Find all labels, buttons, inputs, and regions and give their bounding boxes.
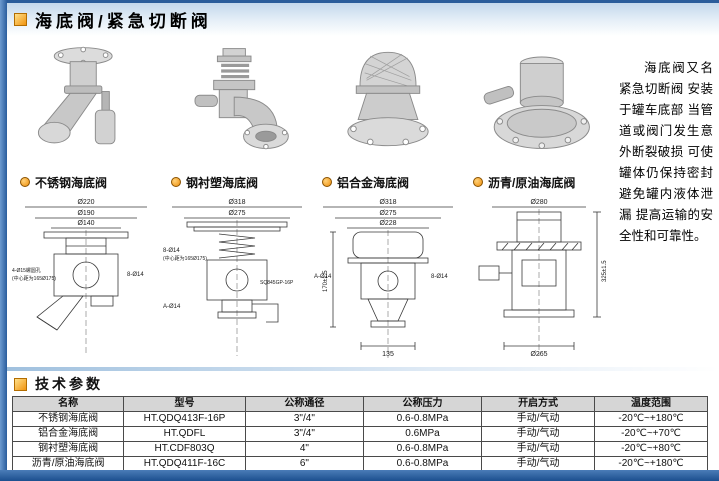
cell-diameter: 6" (244, 456, 364, 472)
product-label-stainless: 不锈钢海底阀 (10, 172, 107, 192)
product-photo-stainless (11, 40, 161, 172)
product-label-text: 不锈钢海底阀 (35, 175, 108, 190)
valve-photo-icon (346, 51, 429, 147)
col-header-model: 型号 (123, 396, 246, 412)
spec-section-title: 技术参数 (35, 376, 103, 392)
product-label-asphalt: 沥青/原油海底阀 (463, 172, 575, 192)
valve-photo-icon (483, 56, 590, 149)
svg-text:(中心距为165Ø175): (中心距为165Ø175) (12, 275, 56, 282)
product-aluminum: 铝合金海底阀 Ø318 Ø275 Ø228 170±1.5 (312, 40, 463, 361)
technical-drawing-aluminum: Ø318 Ø275 Ø228 170±1.5 A-Ø14 8-Ø14 (314, 199, 453, 358)
svg-text:8-Ø14: 8-Ø14 (127, 272, 144, 278)
bullet-icon (473, 177, 483, 187)
cell-pressure: 0.6-0.8MPa (362, 456, 483, 472)
product-label-steel-lined: 钢衬塑海底阀 (161, 172, 258, 192)
product-photo-asphalt (464, 40, 614, 172)
cell-model: HT.QDFL (123, 426, 246, 442)
technical-drawing-stainless: Ø220 Ø190 Ø140 4-Ø15螺圆孔 (中心距为165Ø175) 8-… (12, 199, 147, 356)
spec-table-row: 沥青/原油海底阀 HT.QDQ411F-16C 6" 0.6-0.8MPa 手动… (11, 456, 708, 472)
left-blue-stripe (0, 0, 7, 481)
cell-name: 不锈钢海底阀 (11, 411, 125, 427)
col-header-name: 名称 (11, 396, 125, 412)
svg-text:Ø190: Ø190 (77, 210, 94, 217)
spec-table-row: 铝合金海底阀 HT.QDFL 3"/4" 0.6MPa 手动/气动 -20℃~+… (11, 426, 708, 442)
technical-drawing-steel-lined: Ø318 Ø275 8-Ø14 (中心距为165Ø175) A-Ø14 SQ84… (163, 199, 302, 356)
products-area: 不锈钢海底阀 Ø220 Ø190 Ø140 4-Ø15螺圆孔 (中心距为16 (10, 40, 616, 361)
svg-text:Ø275: Ø275 (379, 210, 396, 217)
product-steel-lined: 钢衬塑海底阀 Ø318 Ø275 8-Ø14 (中心距为165Ø175) A-Ø… (161, 40, 312, 361)
cell-pressure: 0.6-0.8MPa (362, 411, 483, 427)
technical-drawing-asphalt: Ø280 325±1.5 Ø265 (478, 199, 608, 358)
svg-text:135: 135 (382, 351, 394, 358)
product-stainless-steel: 不锈钢海底阀 Ø220 Ø190 Ø140 4-Ø15螺圆孔 (中心距为16 (10, 40, 161, 361)
cell-pressure: 0.6MPa (362, 426, 483, 442)
product-photo-aluminum (313, 40, 463, 172)
spec-section-header: 技术参数 (14, 374, 103, 394)
cell-temperature: -20℃~+180℃ (594, 456, 708, 472)
svg-text:A-Ø14: A-Ø14 (163, 304, 181, 310)
col-header-diameter: 公称通径 (244, 396, 364, 412)
page-title: 海底阀/紧急切断阀 (35, 12, 212, 31)
svg-text:Ø228: Ø228 (379, 220, 396, 227)
svg-text:Ø265: Ø265 (530, 351, 547, 358)
svg-text:Ø318: Ø318 (228, 199, 245, 206)
page-header: 海底阀/紧急切断阀 (0, 0, 719, 36)
cell-temperature: -20℃~+180℃ (594, 411, 708, 427)
product-asphalt: 沥青/原油海底阀 Ø280 325±1.5 (463, 40, 614, 361)
product-label-text: 钢衬塑海底阀 (186, 175, 259, 190)
svg-text:(中心距为165Ø175): (中心距为165Ø175) (163, 255, 207, 262)
svg-text:Ø220: Ø220 (77, 199, 94, 206)
cell-model: HT.QDQ413F-16P (123, 411, 246, 427)
svg-text:8-Ø14: 8-Ø14 (431, 274, 448, 280)
svg-text:Ø275: Ø275 (228, 210, 245, 217)
cell-diameter: 3"/4" (244, 411, 364, 427)
svg-text:4-Ø15螺圆孔: 4-Ø15螺圆孔 (12, 267, 41, 274)
bullet-icon (20, 177, 30, 187)
svg-text:Ø280: Ø280 (530, 199, 547, 206)
bottom-blue-stripe (0, 470, 719, 481)
bullet-icon (171, 177, 181, 187)
product-label-aluminum: 铝合金海底阀 (312, 172, 409, 192)
col-header-temperature: 温度范围 (594, 396, 708, 412)
valve-photo-icon (37, 46, 115, 145)
cell-diameter: 4" (244, 441, 364, 457)
svg-text:Ø318: Ø318 (379, 199, 396, 206)
svg-text:Ø140: Ø140 (77, 220, 94, 227)
product-description: 海底阀又名 紧急切断阀 安装于罐车底部 当管道或阀门发生意外断裂破损 可使罐体仍… (619, 61, 713, 243)
svg-text:325±1.5: 325±1.5 (602, 260, 608, 282)
cell-name: 钢衬塑海底阀 (11, 441, 125, 457)
spec-table-row: 钢衬塑海底阀 HT.CDF803Q 4" 0.6-0.8MPa 手动/气动 -2… (11, 441, 708, 457)
svg-text:SQ845GP-16P: SQ845GP-16P (260, 280, 294, 286)
cell-model: HT.CDF803Q (123, 441, 246, 457)
cell-name: 铝合金海底阀 (11, 426, 125, 442)
section-divider (0, 367, 719, 371)
svg-text:170±1.5: 170±1.5 (323, 270, 329, 292)
product-label-text: 沥青/原油海底阀 (488, 175, 576, 190)
spec-table: 名称 型号 公称通径 公称压力 开启方式 温度范围 不锈钢海底阀 HT.QDQ4… (11, 396, 708, 472)
cell-model: HT.QDQ411F-16C (123, 456, 246, 472)
orange-square-icon (14, 377, 27, 391)
product-photo-steel-lined (162, 40, 312, 172)
cell-operation: 手动/气动 (481, 426, 596, 442)
cell-operation: 手动/气动 (481, 411, 596, 427)
col-header-operation: 开启方式 (481, 396, 596, 412)
cell-temperature: -20℃~+80℃ (594, 441, 708, 457)
valve-photo-icon (194, 48, 289, 150)
bullet-icon (322, 177, 332, 187)
spec-table-header-row: 名称 型号 公称通径 公称压力 开启方式 温度范围 (11, 396, 708, 412)
spec-table-row: 不锈钢海底阀 HT.QDQ413F-16P 3"/4" 0.6-0.8MPa 手… (11, 411, 708, 427)
svg-text:A-Ø14: A-Ø14 (314, 274, 332, 280)
cell-diameter: 3"/4" (244, 426, 364, 442)
cell-pressure: 0.6-0.8MPa (362, 441, 483, 457)
svg-text:8-Ø14: 8-Ø14 (163, 248, 180, 254)
orange-square-icon (14, 13, 27, 26)
cell-temperature: -20℃~+70℃ (594, 426, 708, 442)
cell-operation: 手动/气动 (481, 441, 596, 457)
col-header-pressure: 公称压力 (362, 396, 483, 412)
product-label-text: 铝合金海底阀 (337, 175, 410, 190)
